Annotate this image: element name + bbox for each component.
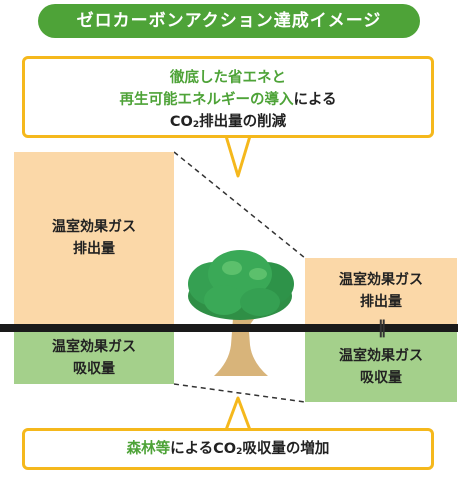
callout-top-line3: CO2排出量の削減	[25, 111, 431, 136]
callout-bottom-text-post: 吸収量の増加	[242, 441, 330, 457]
callout-bottom: 森林等によるCO2吸収量の増加	[22, 428, 434, 470]
right-emission-block: 温室効果ガス 排出量	[305, 258, 457, 324]
callout-bottom-pointer	[224, 396, 252, 432]
callout-top-line2-rest: による	[293, 92, 337, 108]
forest-text: 森林等	[126, 441, 171, 457]
right-absorption-block: 温室効果ガス 吸収量	[305, 332, 457, 402]
dashed-line-top	[173, 151, 306, 259]
callout-bottom-text-pre: によるCO	[170, 441, 237, 457]
left-absorption-block: 温室効果ガス 吸収量	[14, 332, 174, 384]
co2-subscript-bottom: 2	[236, 447, 243, 457]
emission-reduction-text: 排出量の削減	[199, 114, 287, 130]
co2-subscript: 2	[192, 120, 200, 130]
left-emission-label-1: 温室効果ガス	[52, 219, 136, 235]
equals-sign: ‖	[377, 317, 387, 338]
right-emission-label-1: 温室効果ガス	[339, 272, 423, 288]
dashed-line-bottom	[173, 383, 306, 403]
tree-icon	[188, 250, 294, 376]
title-banner: ゼロカーボンアクション達成イメージ	[38, 4, 420, 38]
right-absorption-label-2: 吸収量	[360, 370, 402, 386]
right-absorption-label-1: 温室効果ガス	[339, 348, 423, 364]
callout-top-line1: 徹底した省エネと	[170, 70, 286, 86]
left-emission-block: 温室効果ガス 排出量	[14, 152, 174, 324]
left-emission-label-2: 排出量	[73, 241, 115, 257]
renewable-energy-text: 再生可能エネルギーの導入	[119, 92, 294, 108]
callout-top-pointer	[224, 134, 252, 178]
left-absorption-label-1: 温室効果ガス	[52, 339, 136, 355]
callout-top: 徹底した省エネと 再生可能エネルギーの導入による CO2排出量の削減	[22, 56, 434, 138]
left-absorption-label-2: 吸収量	[73, 361, 115, 377]
baseline-bar	[0, 324, 458, 332]
co2-text: CO	[169, 114, 193, 130]
callout-top-line2: 再生可能エネルギーの導入による	[25, 89, 431, 111]
right-emission-label-2: 排出量	[360, 294, 402, 310]
